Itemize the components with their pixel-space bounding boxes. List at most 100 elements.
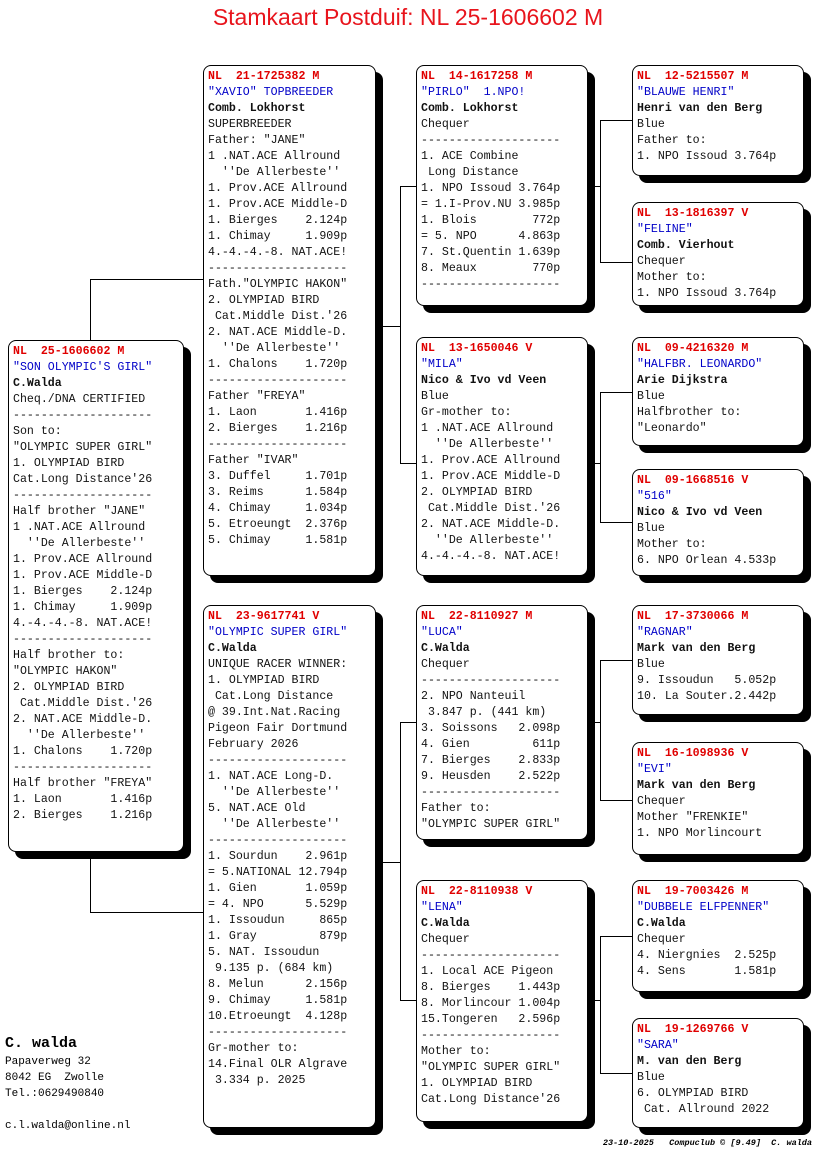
ring-number: NL 09-1668516 V: [637, 474, 749, 487]
card-line: 1. Laon 1.416p: [208, 406, 348, 419]
connector-line: [400, 1000, 416, 1001]
card-line: 9. Heusden 2.522p: [421, 770, 561, 783]
card-line: Mother to:: [637, 271, 707, 284]
card-line: 1. NPO Issoud 3.764p: [637, 287, 777, 300]
pigeon-name: "LUCA": [421, 626, 463, 639]
breeder-contact: C. walda Papaverweg 32 8042 EG Zwolle Te…: [5, 1034, 130, 1134]
card-line: 5. NAT.ACE Old: [208, 802, 306, 815]
connector-line: [600, 522, 632, 523]
card-line: "OLYMPIC SUPER GIRL": [421, 1061, 561, 1074]
connector-line: [600, 936, 632, 937]
card-line: "Leonardo": [637, 422, 707, 435]
card-line: 1. NPO Issoud 3.764p: [421, 182, 561, 195]
card-line: 8. Bierges 1.443p: [421, 981, 561, 994]
ring-number: NL 22-8110927 M: [421, 610, 533, 623]
card-line: 2. NAT.ACE Middle-D.: [421, 518, 561, 531]
ring-number: NL 19-1269766 V: [637, 1023, 749, 1036]
ring-number: NL 17-3730066 M: [637, 610, 749, 623]
connector-line: [90, 912, 203, 913]
card-line: 1. Blois 772p: [421, 214, 561, 227]
card-line: Chequer: [637, 933, 686, 946]
card-line: Father to:: [421, 802, 491, 815]
pigeon-name: "EVI": [637, 763, 672, 776]
card-line: Half brother "FREYA": [13, 777, 153, 790]
ring-number: NL 19-7003426 M: [637, 885, 749, 898]
card-line: 1. Bierges 2.124p: [13, 585, 153, 598]
owner: Nico & Ivo vd Veen: [421, 374, 547, 387]
card-line: 15.Tongeren 2.596p: [421, 1013, 561, 1026]
connector-line: [383, 862, 400, 863]
card-line: --------------------: [208, 374, 348, 387]
card-line: --------------------: [13, 409, 153, 422]
pigeon-name: "BLAUWE HENRI": [637, 86, 735, 99]
card-line: 1. OLYMPIAD BIRD: [421, 1077, 533, 1090]
card-line: ''De Allerbeste'': [208, 818, 341, 831]
card-line: --------------------: [208, 1026, 348, 1039]
card-line: 1 .NAT.ACE Allround: [13, 521, 146, 534]
ring-number: NL 13-1816397 V: [637, 207, 749, 220]
card-line: Gr-mother to:: [421, 406, 512, 419]
card-line: Pigeon Fair Dortmund: [208, 722, 348, 735]
card-line: 14.Final OLR Algrave: [208, 1058, 348, 1071]
card-line: 3.334 p. 2025: [208, 1074, 306, 1087]
card-line: 9. Issoudun 5.052p: [637, 674, 777, 687]
owner: Mark van den Berg: [637, 779, 756, 792]
card-line: Halfbrother to:: [637, 406, 742, 419]
card-line: Father "FREYA": [208, 390, 306, 403]
card-line: --------------------: [421, 1029, 561, 1042]
ring-number: NL 23-9617741 V: [208, 610, 320, 623]
connector-line: [600, 392, 601, 522]
card-line: Mother "FRENKIE": [637, 811, 749, 824]
card-line: ''De Allerbeste'': [208, 342, 341, 355]
connector-line: [600, 660, 601, 800]
ring-number: NL 12-5215507 M: [637, 70, 749, 83]
card-line: 2. OLYMPIAD BIRD: [208, 294, 320, 307]
card-line: 9. Chimay 1.581p: [208, 994, 348, 1007]
card-line: --------------------: [13, 489, 153, 502]
pigeon-name: "FELINE": [637, 223, 693, 236]
pigeon-name: "RAGNAR": [637, 626, 693, 639]
card-line: 1. OLYMPIAD BIRD: [208, 674, 320, 687]
card-line: 1. Laon 1.416p: [13, 793, 153, 806]
card-line: --------------------: [421, 278, 561, 291]
card-line: 3.847 p. (441 km): [421, 706, 547, 719]
connector-line: [600, 120, 632, 121]
card-line: 1 .NAT.ACE Allround: [421, 422, 554, 435]
card-line: Son to:: [13, 425, 62, 438]
card-line: 6. NPO Orlean 4.533p: [637, 554, 777, 567]
card-line: --------------------: [208, 262, 348, 275]
connector-line: [600, 936, 601, 1073]
ring-number: NL 22-8110938 V: [421, 885, 533, 898]
card-line: 5. Chimay 1.581p: [208, 534, 348, 547]
owner: Comb. Vierhout: [637, 239, 735, 252]
card-line: February 2026: [208, 738, 299, 751]
connector-line: [90, 279, 91, 340]
page-title: Stamkaart Postduif: NL 25-1606602 M: [212, 4, 604, 30]
connector-line: [595, 186, 600, 187]
card-line: SUPERBREEDER: [208, 118, 292, 131]
card-line: Fath."OLYMPIC HAKON": [208, 278, 348, 291]
card-line: --------------------: [208, 834, 348, 847]
pedigree-card-fmf: NL 09-4216320 M"HALFBR. LEONARDO"Arie Di…: [632, 337, 804, 446]
card-line: = 1.I-Prov.NU 3.985p: [421, 198, 561, 211]
card-line: 1. Prov.ACE Middle-D: [13, 569, 153, 582]
card-line: --------------------: [421, 674, 561, 687]
owner: M. van den Berg: [637, 1055, 742, 1068]
pigeon-name: "SON OLYMPIC'S GIRL": [13, 361, 153, 374]
connector-line: [383, 326, 400, 327]
card-line: Blue: [637, 658, 665, 671]
card-line: ''De Allerbeste'': [13, 729, 146, 742]
card-line: --------------------: [208, 754, 348, 767]
card-line: --------------------: [13, 761, 153, 774]
card-line: 4. Sens 1.581p: [637, 965, 777, 978]
card-line: 1. NPO Issoud 3.764p: [637, 150, 777, 163]
card-line: --------------------: [421, 134, 561, 147]
ring-number: NL 25-1606602 M: [13, 345, 125, 358]
card-line: Cat.Middle Dist.'26: [421, 502, 561, 515]
card-line: Cat.Long Distance: [208, 690, 334, 703]
connector-line: [600, 392, 632, 393]
card-line: --------------------: [13, 633, 153, 646]
